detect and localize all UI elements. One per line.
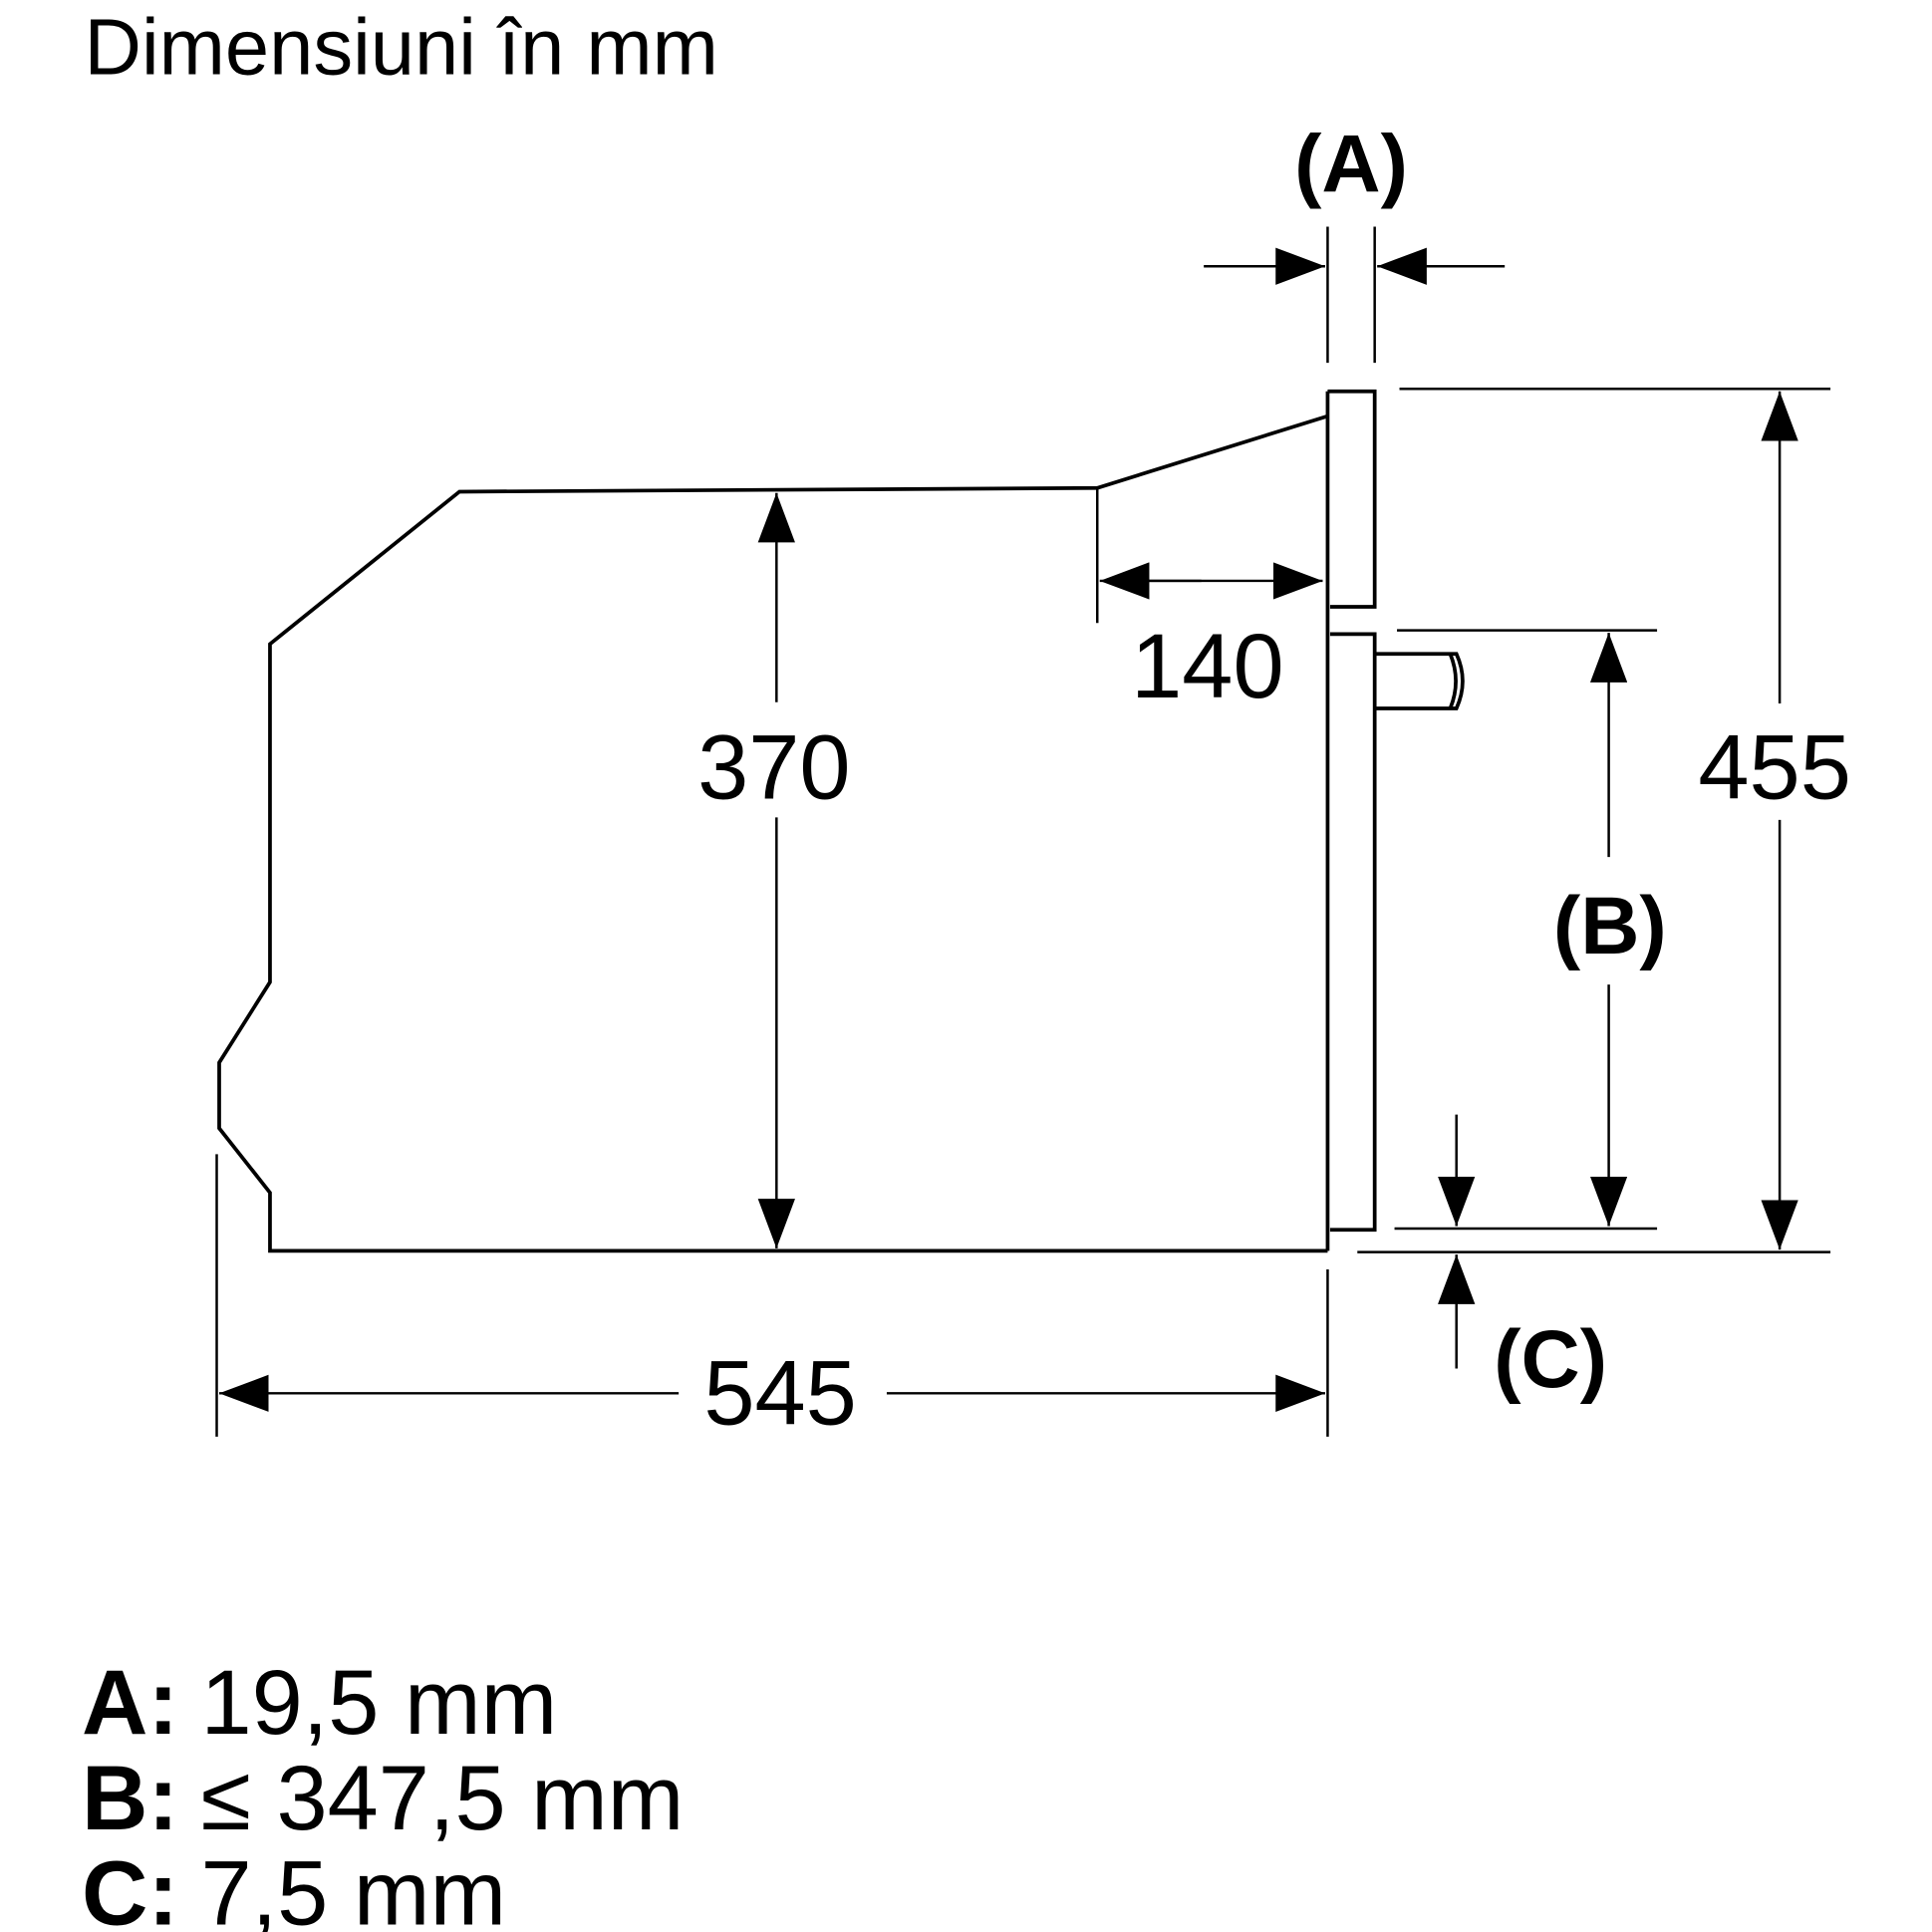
legend-value: 19,5 mm <box>200 1652 557 1754</box>
dim-140: 140 <box>1131 616 1283 717</box>
dim-455: 455 <box>1698 717 1850 819</box>
legend-value: 7,5 mm <box>200 1843 506 1932</box>
label-b: (B) <box>1553 881 1667 971</box>
legend-key: B: <box>82 1748 178 1849</box>
legend-item-c: C:7,5 mm <box>82 1843 506 1932</box>
oven-outline <box>217 414 1328 1253</box>
legend-value: ≤ 347,5 mm <box>200 1748 684 1849</box>
label-a: (A) <box>1294 120 1408 210</box>
knob <box>1374 652 1465 710</box>
dim-545: 545 <box>703 1342 856 1444</box>
page-title: Dimensiuni în mm <box>85 3 718 92</box>
dim-370: 370 <box>697 717 850 819</box>
door-lower-panel <box>1329 632 1377 1233</box>
legend-item-b: B:≤ 347,5 mm <box>82 1748 684 1849</box>
door-upper-panel <box>1327 389 1377 609</box>
legend-key: C: <box>82 1843 178 1932</box>
legend-key: A: <box>82 1652 178 1754</box>
legend-item-a: A:19,5 mm <box>82 1652 557 1754</box>
label-c: (C) <box>1494 1314 1607 1405</box>
legend: A:19,5 mm B:≤ 347,5 mm C:7,5 mm <box>82 1652 684 1932</box>
